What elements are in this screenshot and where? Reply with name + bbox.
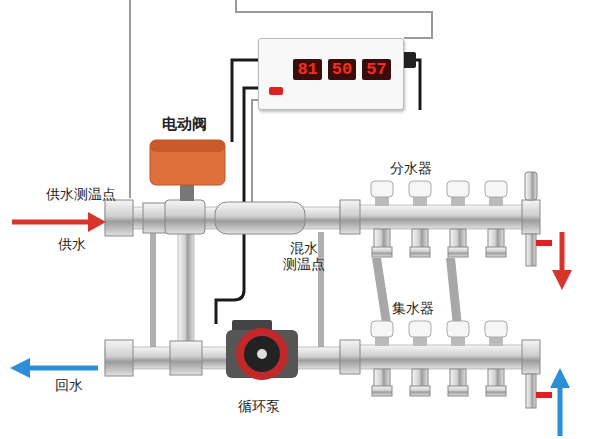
valve bbox=[409, 181, 431, 257]
valve-handle bbox=[536, 392, 552, 398]
manifold-bar bbox=[340, 205, 528, 229]
valve bbox=[371, 181, 393, 257]
arrowhead bbox=[10, 358, 30, 378]
valve-handle bbox=[536, 240, 552, 246]
plug bbox=[402, 52, 416, 68]
part-label: 循环泵 bbox=[238, 398, 280, 414]
part-label: 电动阀 bbox=[162, 116, 207, 133]
drain-valve bbox=[526, 234, 536, 266]
part-label: 混水 测温点 bbox=[282, 240, 327, 272]
display-reading: 50 bbox=[328, 59, 356, 80]
display-reading: 81 bbox=[293, 59, 321, 80]
bypass-pipe bbox=[178, 228, 194, 350]
arrowhead bbox=[88, 212, 106, 232]
mixing-chamber bbox=[215, 202, 305, 234]
pump-face bbox=[244, 336, 280, 372]
display-reading: 57 bbox=[362, 59, 390, 80]
return-pipe bbox=[105, 347, 345, 369]
supply-arrow bbox=[12, 220, 92, 225]
end-fitting bbox=[522, 200, 540, 234]
pipe-nut bbox=[340, 340, 360, 374]
return-arrow bbox=[26, 366, 98, 371]
pipe-nut bbox=[105, 200, 133, 236]
air-vent bbox=[525, 172, 537, 200]
valve bbox=[409, 321, 431, 396]
part-label: 集水器 bbox=[392, 300, 434, 316]
end-fitting bbox=[522, 340, 540, 374]
wires bbox=[130, 0, 432, 324]
sensor-wire bbox=[129, 0, 131, 198]
display-row: 81 50 57 bbox=[259, 39, 403, 80]
pipe-nut bbox=[105, 340, 133, 376]
pump-ring bbox=[236, 328, 288, 380]
tee-fitting bbox=[170, 341, 202, 375]
drain-valve bbox=[526, 374, 536, 408]
valve bbox=[447, 321, 469, 396]
tee-fitting bbox=[143, 203, 167, 233]
valve bbox=[485, 181, 507, 257]
flow-arrows bbox=[10, 212, 572, 436]
pipe-nut bbox=[340, 200, 360, 234]
manifold-bar bbox=[340, 345, 528, 369]
valve-stem bbox=[180, 184, 194, 201]
part-label: 回水 bbox=[55, 377, 83, 393]
valve-body bbox=[165, 200, 205, 234]
part-label: 分水器 bbox=[390, 160, 432, 176]
down-arrow bbox=[560, 232, 565, 274]
part-label: 供水测温点 bbox=[46, 186, 116, 202]
return-line bbox=[105, 321, 552, 408]
valve bbox=[447, 181, 469, 257]
arrowhead bbox=[552, 270, 572, 290]
bracket bbox=[318, 232, 324, 347]
bracket bbox=[372, 258, 393, 336]
arrowhead bbox=[550, 368, 570, 388]
valve bbox=[485, 321, 507, 396]
valve-actuator bbox=[150, 140, 225, 185]
verticals bbox=[150, 228, 463, 350]
valve bbox=[371, 321, 393, 396]
part-label: 供水 bbox=[58, 236, 86, 252]
sensor-wire bbox=[236, 0, 432, 38]
up-arrow bbox=[558, 384, 563, 436]
pump bbox=[226, 320, 298, 380]
supply-line bbox=[105, 140, 350, 236]
bracket bbox=[150, 232, 156, 347]
power-button bbox=[269, 87, 283, 95]
sensor-wire bbox=[252, 100, 258, 204]
pump-knob bbox=[257, 349, 267, 359]
actuator-top bbox=[150, 140, 225, 152]
controller-box: 81 50 57 bbox=[258, 38, 404, 110]
distributor bbox=[340, 172, 552, 266]
